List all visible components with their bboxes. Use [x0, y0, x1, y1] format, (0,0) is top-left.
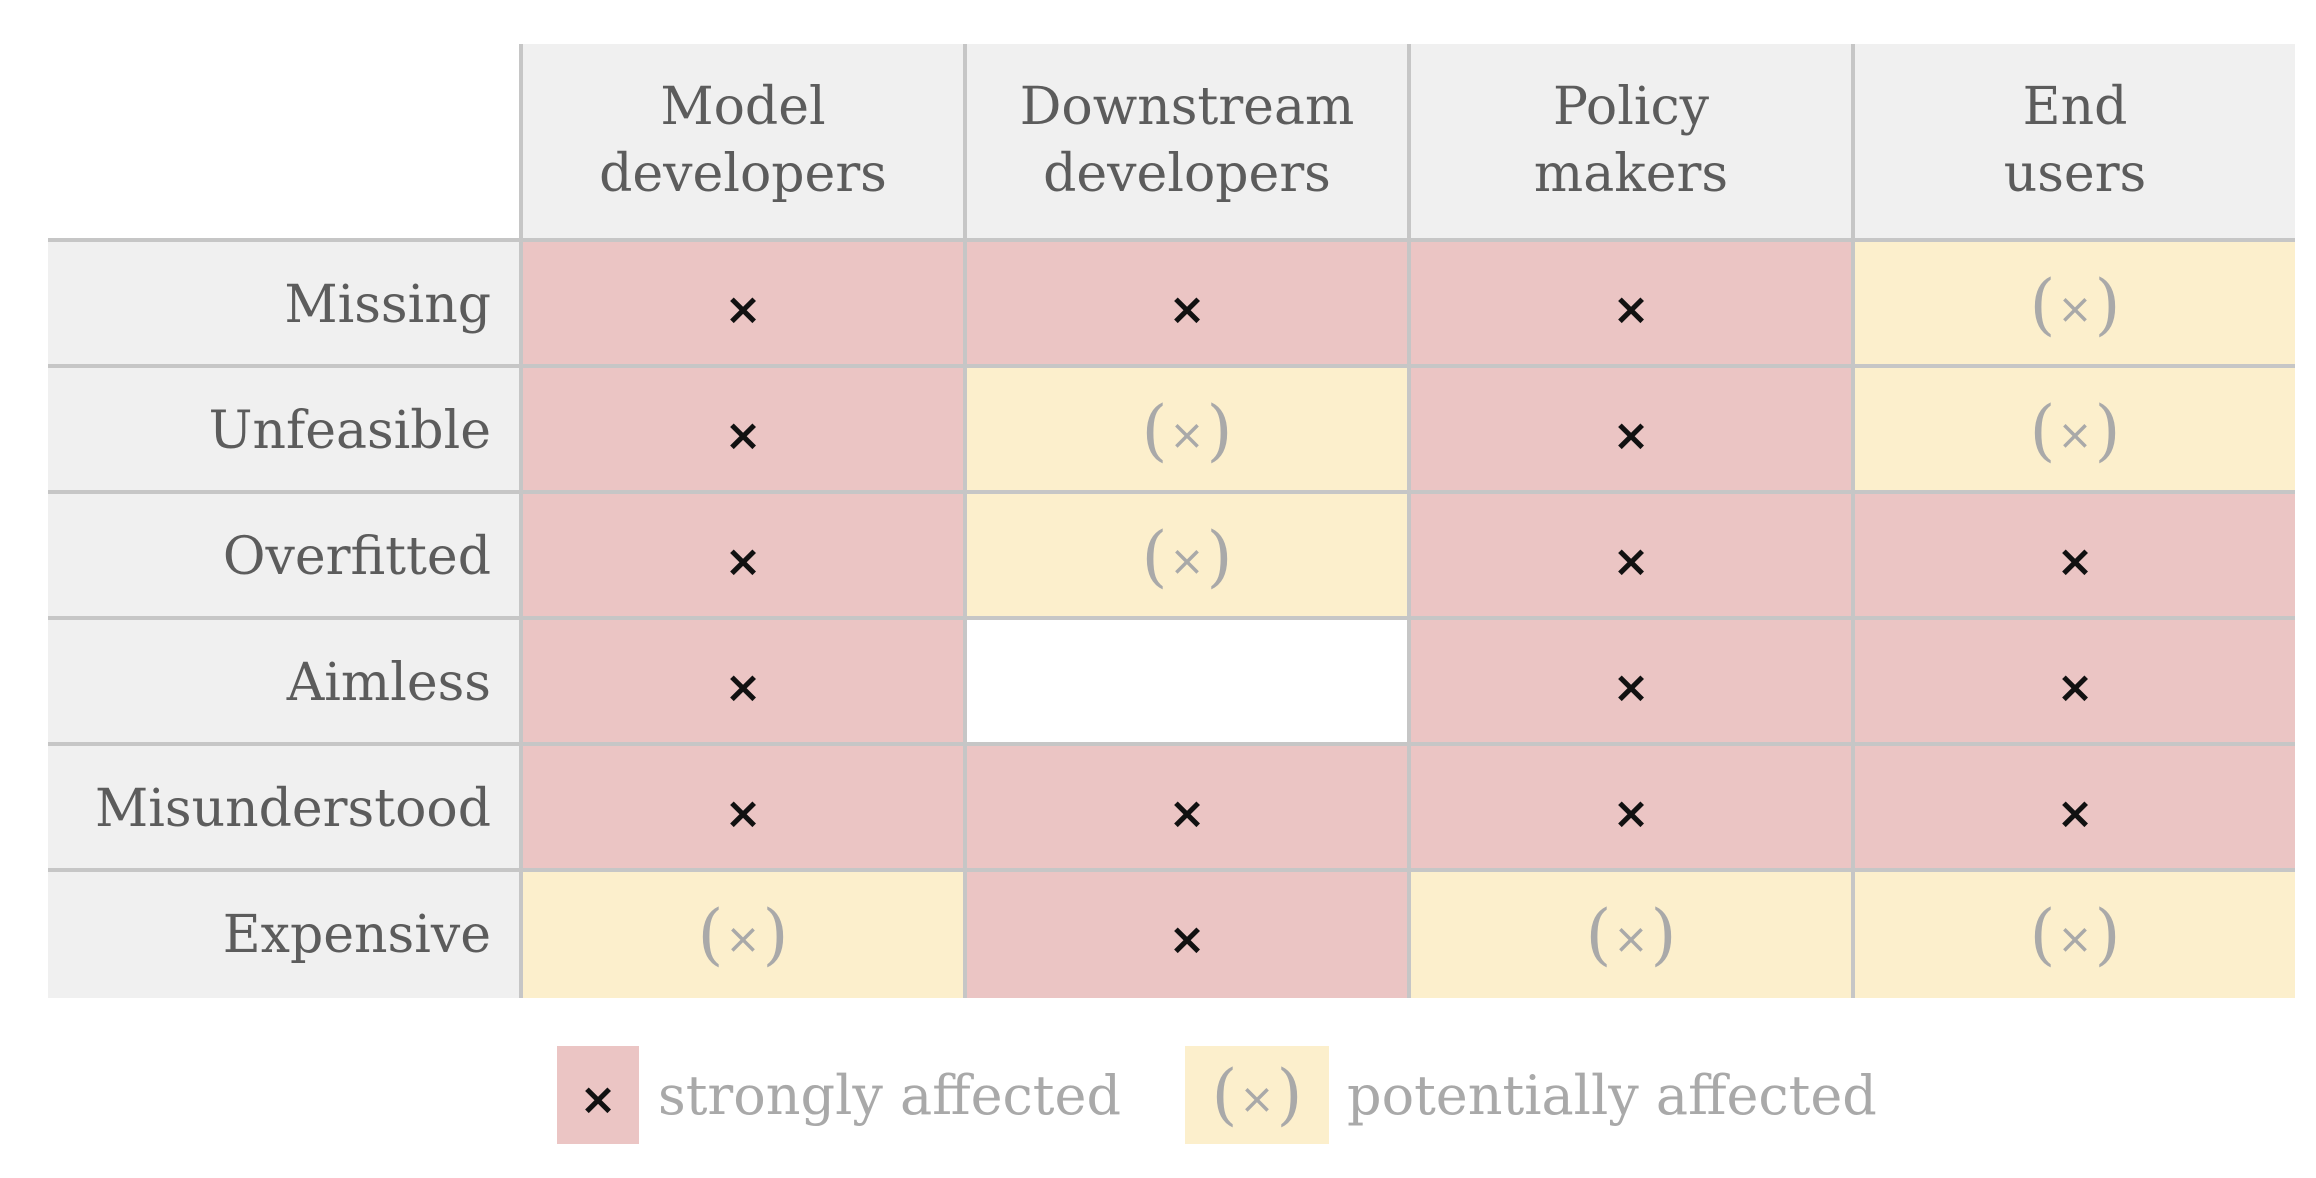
potential-mark-icon: (×) — [697, 896, 789, 973]
legend-potential-label: potentially affected — [1347, 1063, 1877, 1127]
potential-mark-icon: (×) — [2029, 896, 2121, 973]
row-header: Missing — [48, 242, 519, 368]
row-header: Misunderstood — [48, 746, 519, 872]
potential-mark-icon: (×) — [1585, 896, 1677, 973]
legend-potential-swatch: (×) — [1185, 1046, 1329, 1144]
legend: × strongly affected (×) potentially affe… — [0, 1046, 2316, 1144]
matrix-cell-strong: × — [523, 746, 963, 872]
legend-strong-label: strongly affected — [658, 1063, 1122, 1127]
potential-mark-icon: (×) — [1141, 518, 1233, 595]
row-header: Overfitted — [48, 494, 519, 620]
matrix-cell-strong: × — [1411, 494, 1851, 620]
strong-mark-icon: × — [1612, 662, 1650, 713]
strong-mark-icon: × — [1168, 914, 1206, 965]
matrix-cell-strong: × — [967, 746, 1407, 872]
grid-line-vertical — [1407, 44, 1411, 998]
strong-mark-icon: × — [724, 536, 762, 587]
matrix-cell-strong: × — [967, 242, 1407, 368]
strong-mark-icon: × — [1168, 284, 1206, 335]
matrix-cell-strong: × — [1855, 746, 2295, 872]
matrix-cell-strong: × — [1411, 620, 1851, 746]
strong-mark-icon: × — [2056, 536, 2094, 587]
grid-line-vertical — [963, 44, 967, 998]
matrix-cell-none — [967, 620, 1407, 746]
matrix-cell-potential: (×) — [1855, 872, 2295, 998]
strong-mark-icon: × — [1612, 284, 1650, 335]
matrix-cell-strong: × — [1855, 620, 2295, 746]
grid-line-horizontal — [48, 742, 2295, 746]
matrix-cell-potential: (×) — [967, 494, 1407, 620]
strong-mark-icon: × — [1168, 788, 1206, 839]
matrix-corner — [48, 44, 519, 238]
grid-line-horizontal — [48, 364, 2295, 368]
strong-mark-icon: × — [724, 284, 762, 335]
grid-line-horizontal — [48, 238, 2295, 242]
potential-mark-icon: (×) — [2029, 266, 2121, 343]
matrix-cell-strong: × — [523, 494, 963, 620]
potential-mark-icon: (×) — [1141, 392, 1233, 469]
matrix-cell-potential: (×) — [1855, 242, 2295, 368]
strong-mark-icon: × — [724, 788, 762, 839]
matrix-cell-strong: × — [523, 242, 963, 368]
matrix-cell-potential: (×) — [1855, 368, 2295, 494]
potential-mark-icon: (×) — [2029, 392, 2121, 469]
column-header: Downstream developers — [967, 44, 1407, 238]
strong-mark-icon: × — [2056, 662, 2094, 713]
matrix-cell-strong: × — [1411, 242, 1851, 368]
strong-mark-icon: × — [724, 410, 762, 461]
grid-line-horizontal — [48, 616, 2295, 620]
legend-strong-swatch: × — [557, 1046, 639, 1144]
matrix-cell-strong: × — [967, 872, 1407, 998]
matrix-cell-potential: (×) — [1411, 872, 1851, 998]
matrix-cell-potential: (×) — [967, 368, 1407, 494]
row-header: Expensive — [48, 872, 519, 998]
matrix-cell-strong: × — [1855, 494, 2295, 620]
grid-line-vertical — [1851, 44, 1855, 998]
matrix-cell-strong: × — [523, 620, 963, 746]
column-header: End users — [1855, 44, 2295, 238]
strong-mark-icon: × — [1612, 410, 1650, 461]
column-header: Model developers — [523, 44, 963, 238]
strong-mark-icon: × — [1612, 536, 1650, 587]
strong-mark-icon: × — [2056, 788, 2094, 839]
matrix-cell-strong: × — [1411, 746, 1851, 872]
strong-mark-icon: × — [1612, 788, 1650, 839]
matrix-cell-strong: × — [523, 368, 963, 494]
row-header: Aimless — [48, 620, 519, 746]
matrix-cell-potential: (×) — [523, 872, 963, 998]
matrix-cell-strong: × — [1411, 368, 1851, 494]
strong-mark-icon: × — [724, 662, 762, 713]
column-header: Policy makers — [1411, 44, 1851, 238]
grid-line-vertical — [519, 44, 523, 998]
potential-mark-icon: (×) — [1211, 1056, 1303, 1133]
strong-mark-icon: × — [579, 1074, 617, 1125]
row-header: Unfeasible — [48, 368, 519, 494]
grid-line-horizontal — [48, 868, 2295, 872]
grid-line-horizontal — [48, 490, 2295, 494]
